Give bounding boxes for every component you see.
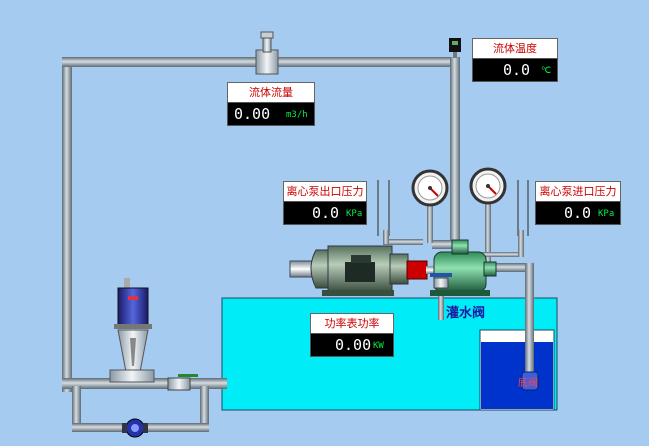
regulating-valve-icon[interactable] (109, 278, 155, 383)
outlet-pressure-title: 离心泵出口压力 (283, 181, 367, 201)
power-unit: KW (373, 341, 384, 351)
power-readout: 功率表功率 0.00 KW (310, 313, 394, 357)
sump-water (481, 342, 553, 409)
fluid-temp-title: 流体温度 (472, 38, 558, 58)
bottom-valve-icon (521, 371, 539, 391)
power-value: 0.00 (335, 336, 372, 354)
inlet-pressure-unit: KPa (598, 209, 615, 219)
flow-rate-value: 0.00 (234, 105, 271, 123)
coupling (406, 260, 428, 280)
fluid-temp-value: 0.0 (503, 61, 531, 79)
priming-valve-label: 灌水阀 (446, 306, 486, 321)
ball-valve-icon[interactable] (167, 374, 198, 391)
pressure-gauge-icon (411, 169, 449, 207)
flow-rate-unit: m3/h (286, 110, 308, 120)
outlet-pressure-unit: KPa (346, 209, 363, 219)
bottom-valve-label: 底阀 (518, 378, 538, 389)
inlet-pressure-readout: 离心泵进口压力 0.0 KPa (535, 181, 621, 225)
flow-meter-icon (122, 418, 148, 438)
power-title: 功率表功率 (310, 313, 394, 333)
flow-rate-title: 流体流量 (227, 82, 315, 102)
fluid-temp-readout: 流体温度 0.0 ℃ (472, 38, 558, 82)
flow-rate-readout: 流体流量 0.00 m3/h (227, 82, 315, 126)
inlet-pressure-title: 离心泵进口压力 (535, 181, 621, 201)
outlet-pressure-readout: 离心泵出口压力 0.0 KPa (283, 181, 367, 225)
pressure-gauge-icon (469, 167, 507, 205)
temperature-sensor-icon (449, 38, 461, 58)
inlet-pressure-value: 0.0 (564, 204, 592, 222)
outlet-pressure-value: 0.0 (312, 204, 340, 222)
priming-valve-icon[interactable] (430, 273, 452, 289)
fluid-temp-unit: ℃ (541, 66, 552, 76)
flow-sensor-icon (255, 31, 279, 75)
motor-icon (289, 245, 409, 296)
